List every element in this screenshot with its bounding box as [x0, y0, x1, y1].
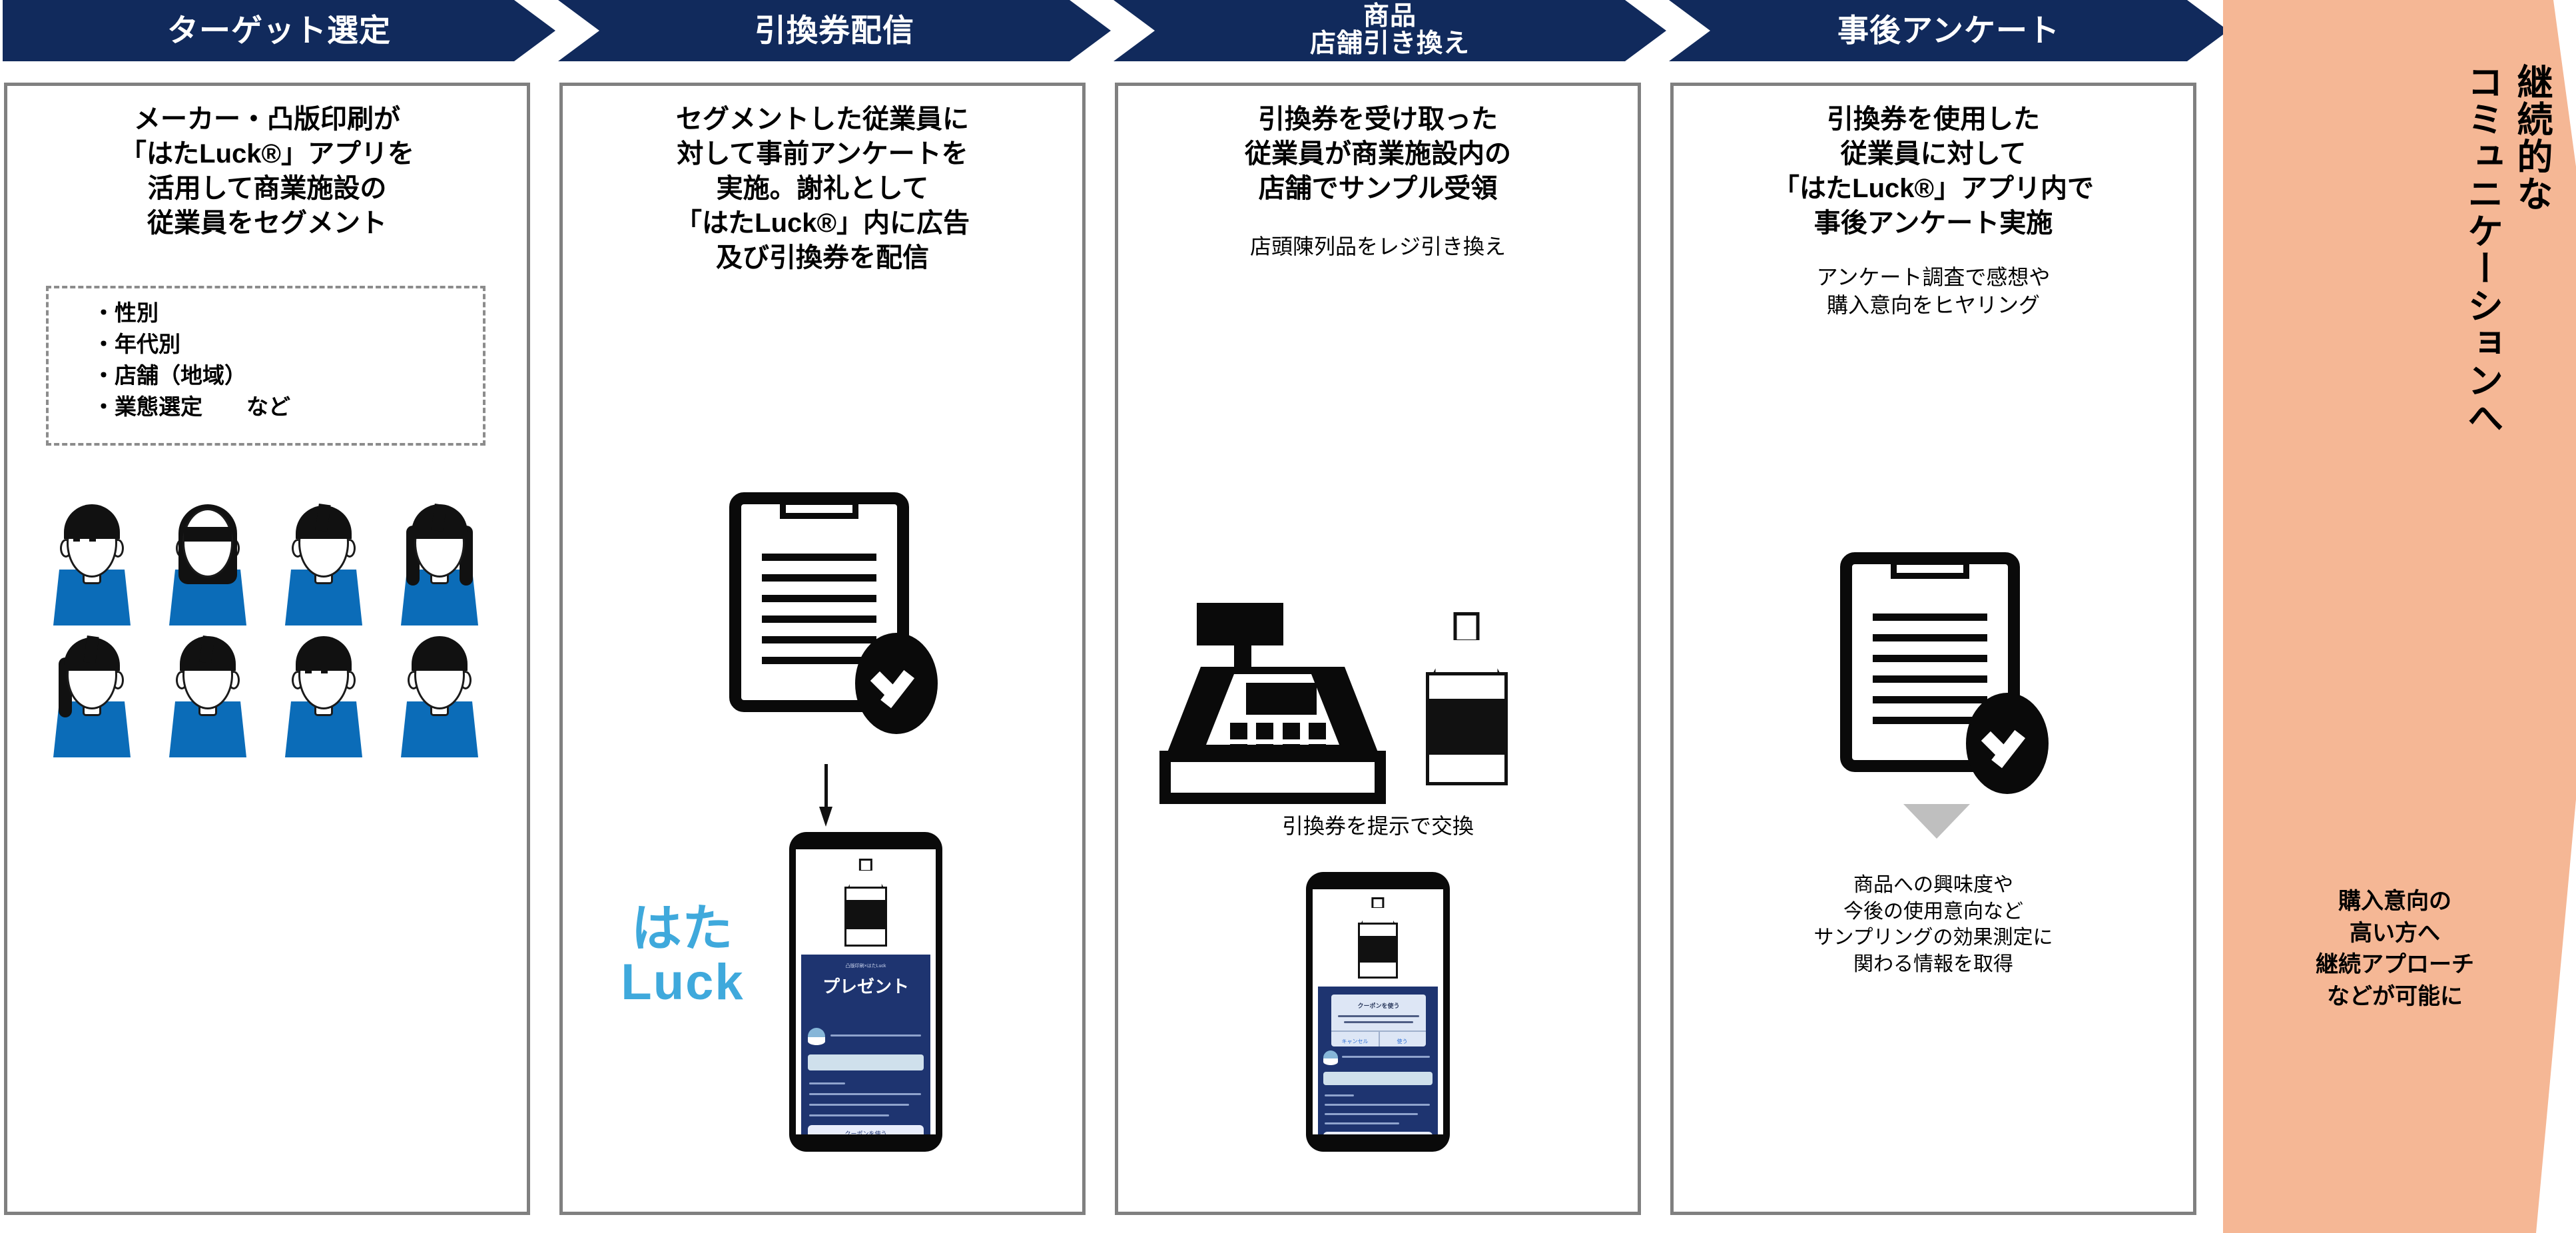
column-3-caption-bottom: 引換券を提示で交換: [1281, 814, 1474, 838]
survey-clipboard-icon: [1840, 552, 2049, 794]
coupon-subtitle: 凸版印刷×はたLuck: [845, 964, 886, 969]
hataluck-logo-line1: はた: [631, 901, 735, 957]
column-4-description: 引換券を使用した 従業員に対して 「はたLuck®」アプリ内で 事後アンケート実…: [1772, 105, 2094, 238]
continuous-communication-bottom-text: 購入意向の 高い方へ 継続アプローチ などが可能に: [2316, 889, 2474, 1009]
confirm-dialog-cancel[interactable]: キャンセル: [1341, 1038, 1369, 1044]
column-2-description: セグメントした従業員に 対して事前アンケートを 実施。謝礼として 「はたLuck…: [675, 105, 970, 272]
product-bottle-icon: [1417, 612, 1516, 785]
check-circle-icon: [1966, 693, 2049, 794]
use-coupon-button-label: クーポンを使う: [844, 1130, 887, 1135]
column-3-description: 引換券を受け取った 従業員が商業施設内の 店舗でサンプル受領: [1245, 105, 1511, 203]
process-step-3-chevron[interactable]: 商品 店舗引き換え: [1114, 0, 1666, 61]
employee-icon: [384, 631, 495, 757]
vertical-text-right: 継続的な: [2511, 63, 2551, 212]
employee-icon: [36, 631, 148, 757]
process-step-2-label: 引換券配信: [755, 12, 914, 48]
segment-item: ・業態選定 など: [93, 394, 290, 419]
column-4-caption-bottom: 商品への興味度や 今後の使用意向など サンプリングの効果測定に 関わる情報を取得: [1813, 874, 2053, 975]
use-coupon-button[interactable]: クーポンを使う: [1323, 1132, 1433, 1134]
avatar: [1323, 1050, 1338, 1066]
confirm-dialog[interactable]: クーポンを使う キャンセル 使う: [1331, 995, 1426, 1046]
segment-item: ・店舗（地域）: [93, 362, 246, 388]
survey-clipboard-icon: [729, 492, 938, 734]
employee-icon: [268, 631, 380, 757]
segment-item: ・性別: [93, 300, 159, 325]
coupon-title: プレゼント: [822, 977, 909, 997]
phone-mockup-redeem: クーポンを使う クーポンを使う キャンセル 使う: [1306, 872, 1450, 1152]
confirm-dialog-title: クーポンを使う: [1357, 1003, 1400, 1009]
confirm-dialog-ok[interactable]: 使う: [1397, 1038, 1408, 1044]
cash-register-icon: [1159, 603, 1386, 804]
hataluck-logo: はた Luck: [589, 904, 776, 1008]
hataluck-logo-line2: Luck: [621, 954, 745, 1011]
employee-icon-grid: [29, 499, 503, 757]
column-1-description: メーカー・凸版印刷が 「はたLuck®」アプリを 活用して商業施設の 従業員をセ…: [119, 105, 415, 238]
process-step-header-band: ターゲット選定 引換券配信 商品 店舗引き換え 事後アンケート: [0, 0, 2576, 61]
process-step-4-label: 事後アンケート: [1837, 12, 2061, 48]
column-4-caption-top: アンケート調査で感想や 購入意向をヒヤリング: [1816, 265, 2051, 318]
employee-icon: [152, 499, 264, 625]
down-triangle-icon: [1903, 804, 1970, 839]
check-circle-icon: [855, 633, 938, 734]
process-step-3-label: 商品 店舗引き換え: [1309, 2, 1470, 58]
phone-mockup-coupon: 凸版印刷×はたLuck プレゼント クーポンを使う: [789, 832, 942, 1152]
process-step-2-chevron[interactable]: 引換券配信: [558, 0, 1111, 61]
coupon-card[interactable]: クーポンを使う クーポンを使う キャンセル 使う: [1318, 987, 1438, 1134]
continuous-communication-panel: [2223, 0, 2576, 1233]
process-column-2: セグメントした従業員に 対して事前アンケートを 実施。謝礼として 「はたLuck…: [559, 83, 1086, 1215]
use-coupon-button[interactable]: クーポンを使う: [808, 1125, 924, 1134]
avatar: [808, 1028, 825, 1045]
vertical-text-left: コミュニケーションへ: [2461, 63, 2502, 436]
employee-icon: [384, 499, 495, 625]
process-column-3: 引換券を受け取った 従業員が商業施設内の 店舗でサンプル受領 店頭陳列品をレジ引…: [1115, 83, 1641, 1215]
employee-icon: [152, 631, 264, 757]
coupon-card[interactable]: 凸版印刷×はたLuck プレゼント クーポンを使う: [801, 955, 930, 1134]
process-column-1: メーカー・凸版印刷が 「はたLuck®」アプリを 活用して商業施設の 従業員をセ…: [4, 83, 530, 1215]
process-step-4-chevron[interactable]: 事後アンケート: [1669, 0, 2228, 61]
continuous-communication-vertical-text: 継続的な コミュニケーションへ: [2264, 63, 2551, 823]
process-step-1-chevron[interactable]: ターゲット選定: [3, 0, 555, 61]
process-column-4: 引換券を使用した 従業員に対して 「はたLuck®」アプリ内で 事後アンケート実…: [1670, 83, 2196, 1215]
employee-icon: [36, 499, 148, 625]
down-arrow-icon: [819, 764, 832, 831]
process-step-1-label: ターゲット選定: [167, 12, 391, 48]
column-3-caption-top: 店頭陳列品をレジ引き換え: [1249, 234, 1506, 258]
employee-icon: [268, 499, 380, 625]
segment-criteria-box: ・性別 ・年代別 ・店舗（地域） ・業態選定 など: [46, 286, 485, 446]
segment-item: ・年代別: [93, 331, 180, 356]
